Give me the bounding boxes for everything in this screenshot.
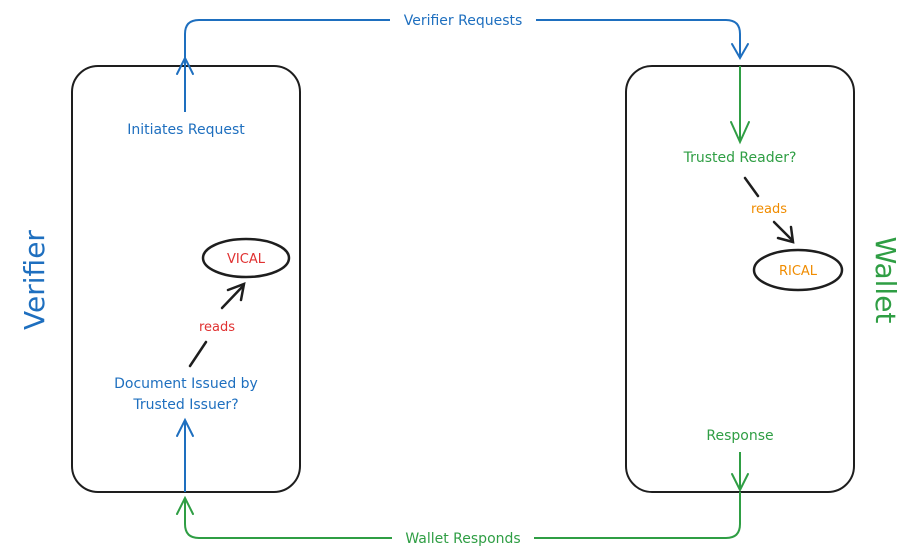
vical-ellipse: [201, 237, 291, 279]
wallet-responds-label: Wallet Responds: [405, 531, 520, 547]
wallet-request-arrow-head: [730, 121, 750, 145]
verifier-reads-line-lower: [188, 340, 208, 368]
wallet-title: Wallet: [869, 237, 902, 324]
verifier-requests-arrow-head: [731, 43, 749, 61]
verifier-reads-text: reads: [199, 320, 235, 335]
verifier-requests-label: Verifier Requests: [404, 13, 523, 29]
wallet-reads-line-lower: [772, 220, 794, 242]
wallet-responds-label-bg: [392, 527, 534, 549]
document-check-arrow-head: [176, 417, 194, 437]
wallet-reads-line-upper: [743, 176, 760, 198]
initiates-arrow-head: [176, 55, 194, 75]
wallet-reads-arrow-head: [776, 225, 795, 244]
trusted-reader-text: Trusted Reader?: [683, 150, 797, 166]
rical-ellipse: [752, 248, 844, 292]
wallet-responds-arrow-head: [176, 495, 194, 515]
rical-text: RICAL: [779, 264, 818, 279]
verifier-reads-line-upper: [220, 284, 245, 310]
initiates-request-text: Initiates Request: [127, 122, 245, 138]
document-issued-line2: Trusted Issuer?: [132, 397, 238, 413]
response-arrow-head: [731, 473, 749, 493]
vical-text: VICAL: [227, 252, 266, 267]
response-text: Response: [706, 428, 773, 444]
verifier-reads-arrow-head: [226, 282, 246, 302]
wallet-reads-text: reads: [751, 202, 787, 217]
verifier-title: Verifier: [18, 230, 51, 330]
verifier-requests-label-bg: [390, 9, 536, 31]
document-issued-line1: Document Issued by: [114, 376, 258, 392]
